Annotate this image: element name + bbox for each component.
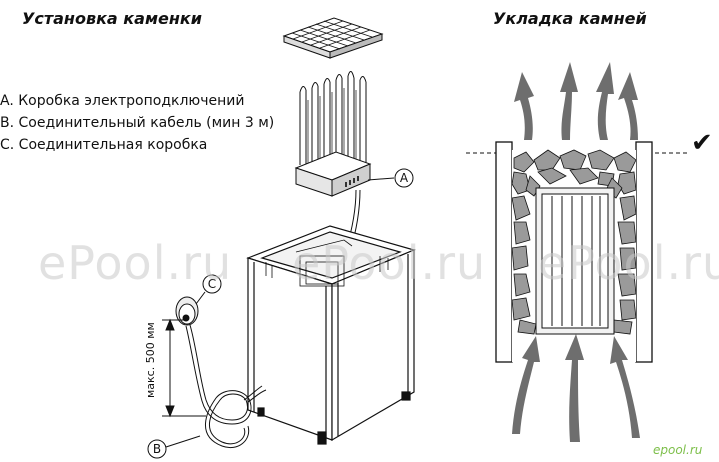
connection-box	[175, 291, 206, 326]
stones	[511, 149, 637, 335]
hot-air-arrows	[514, 62, 638, 140]
watermark-3: ePool.ru	[538, 236, 719, 290]
legend-item-c: C. Соединительная коробка	[0, 137, 208, 153]
marker-c: C	[202, 274, 222, 294]
connection-cable	[185, 324, 267, 448]
corner-watermark: epool.ru	[653, 443, 703, 457]
height-dimension	[162, 318, 206, 418]
watermark-1: ePool.ru	[38, 236, 233, 290]
junction-box-unit	[294, 151, 395, 197]
marker-a-label: A	[400, 171, 409, 185]
cold-air-arrows	[512, 334, 640, 442]
top-grille	[282, 17, 384, 59]
legend-item-b: B. Соединительный кабель (мин 3 м)	[0, 115, 275, 131]
watermark-2: ePool.ru	[292, 236, 487, 290]
marker-b: B	[147, 435, 201, 459]
heater-installation-title: Установка каменки	[22, 9, 202, 28]
legend-item-a: A. Коробка электроподключений	[0, 93, 245, 109]
marker-c-label: C	[208, 277, 216, 291]
heating-core	[535, 187, 615, 335]
marker-a: A	[394, 168, 414, 188]
check-icon: ✔	[691, 128, 713, 158]
marker-b-label: B	[153, 442, 161, 456]
parts-legend: A. Коробка электроподключений B. Соедини…	[0, 90, 274, 156]
heating-elements	[299, 71, 367, 174]
height-dimension-label: макс. 500 мм	[144, 322, 157, 398]
stone-placement-title: Укладка камней	[493, 9, 647, 28]
heater-housing	[246, 225, 416, 445]
